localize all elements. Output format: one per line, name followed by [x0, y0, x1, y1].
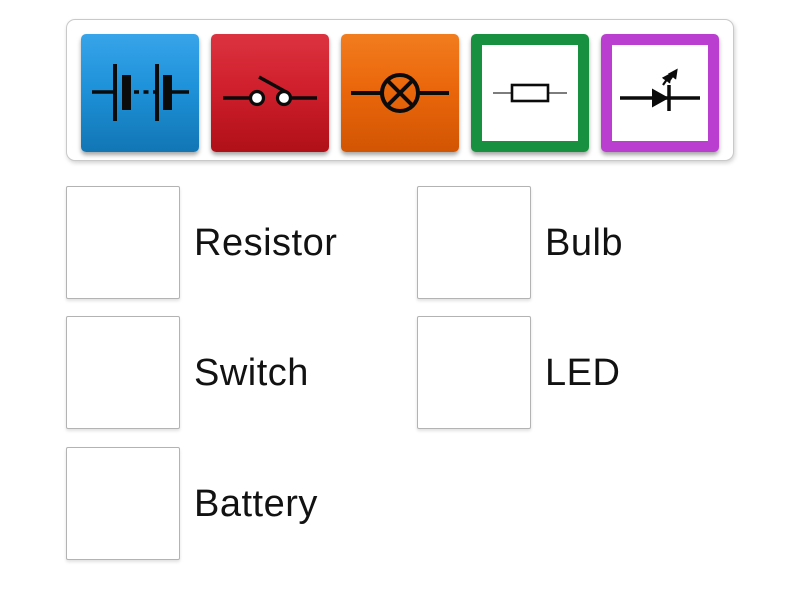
dropbox-resistor[interactable] — [66, 186, 180, 299]
label-bulb: Bulb — [545, 221, 624, 264]
label-switch: Switch — [194, 351, 309, 394]
dropbox-bulb[interactable] — [417, 186, 531, 299]
switch-symbol-tile[interactable] — [211, 34, 329, 152]
resistor-symbol-tile[interactable] — [471, 34, 589, 152]
dropbox-led[interactable] — [417, 316, 531, 429]
resistor-symbol-icon — [493, 83, 567, 103]
match-pair-led: LED — [417, 316, 620, 429]
battery-symbol-tile[interactable] — [81, 34, 199, 152]
match-pair-bulb: Bulb — [417, 186, 623, 299]
bulb-symbol-tile[interactable] — [341, 34, 459, 152]
dropbox-battery[interactable] — [66, 447, 180, 560]
bulb-symbol-icon — [351, 73, 449, 113]
label-resistor: Resistor — [194, 221, 338, 264]
label-battery: Battery — [194, 482, 318, 525]
label-led: LED — [545, 351, 621, 394]
match-pair-switch: Switch — [66, 316, 309, 429]
battery-symbol-icon — [92, 64, 189, 121]
dropbox-switch[interactable] — [66, 316, 180, 429]
match-pair-battery: Battery — [66, 447, 318, 560]
match-pair-resistor: Resistor — [66, 186, 337, 299]
led-symbol-icon — [620, 68, 700, 111]
led-symbol-tile[interactable] — [601, 34, 719, 152]
tile-tray — [66, 19, 734, 161]
switch-symbol-icon — [223, 75, 317, 107]
